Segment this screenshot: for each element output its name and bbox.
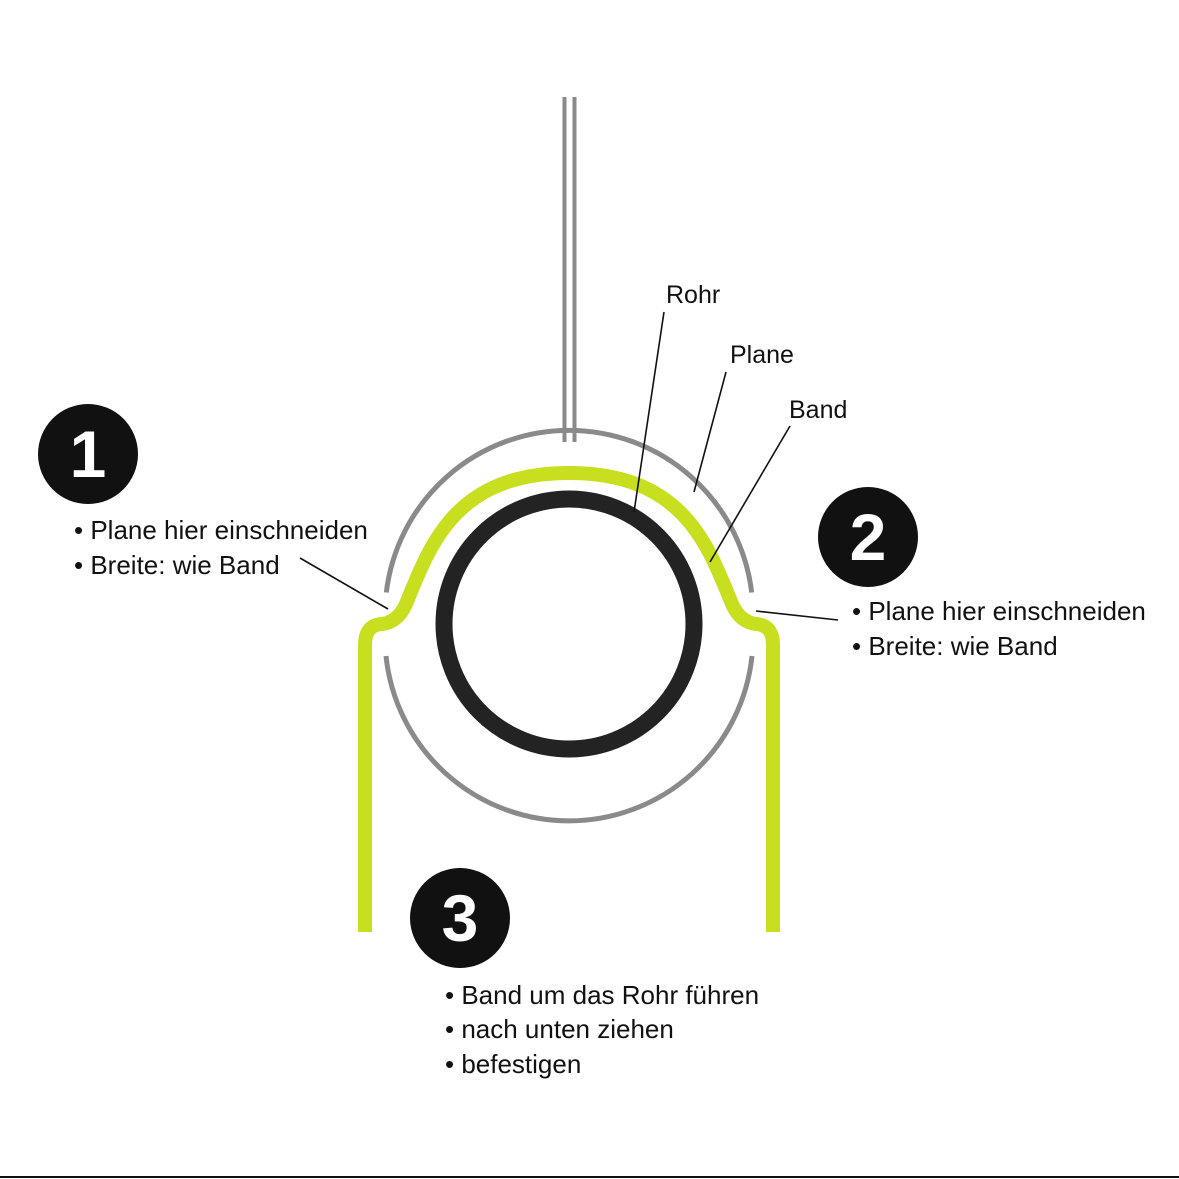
- leader-step1-cut: [299, 557, 389, 610]
- label-rohr: Rohr: [666, 281, 720, 309]
- plane-lower-arc: [383, 655, 755, 824]
- step-1: 1 • Plane hier einschneiden • Breite: wi…: [38, 404, 368, 580]
- label-band: Band: [789, 396, 847, 424]
- plane-upper-arc: [383, 427, 755, 593]
- step-3: 3 • Band um das Rohr führen • nach unten…: [410, 868, 759, 1079]
- step-3-line-2: • nach unten ziehen: [445, 1014, 674, 1044]
- leader-lines: [299, 311, 839, 621]
- step-1-number: 1: [70, 417, 107, 491]
- band-strap: [358, 466, 780, 932]
- step-1-line-1: • Plane hier einschneiden: [74, 515, 368, 545]
- step-2-number: 2: [850, 500, 887, 574]
- leader-rohr: [633, 311, 665, 513]
- step-2: 2 • Plane hier einschneiden • Breite: wi…: [818, 487, 1146, 661]
- step-3-number: 3: [442, 881, 479, 955]
- step-3-line-1: • Band um das Rohr führen: [445, 980, 759, 1010]
- pipe-ring: [435, 490, 703, 758]
- leader-step2-cut: [755, 610, 839, 621]
- plane-outline: [383, 427, 755, 824]
- step-3-line-3: • befestigen: [445, 1049, 581, 1079]
- leader-plane: [693, 371, 727, 493]
- leader-band: [709, 425, 791, 563]
- step-1-badge: [38, 404, 138, 504]
- label-plane: Plane: [730, 341, 794, 369]
- step-2-line-2: • Breite: wie Band: [852, 631, 1058, 661]
- step-2-line-1: • Plane hier einschneiden: [852, 596, 1146, 626]
- step-3-badge: [410, 868, 510, 968]
- step-1-line-2: • Breite: wie Band: [74, 550, 280, 580]
- step-2-badge: [818, 487, 918, 587]
- hanging-rod: [562, 97, 577, 442]
